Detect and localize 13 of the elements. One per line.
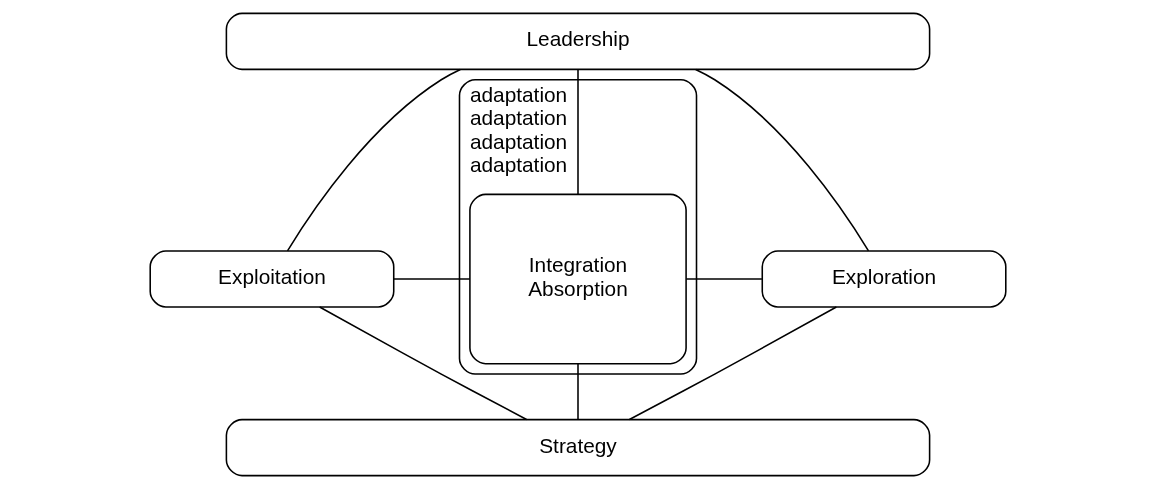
connector (393, 278, 471, 280)
connector (577, 363, 579, 421)
node-box: Leadership (225, 12, 931, 71)
node-box: Exploitation (149, 250, 395, 308)
connector (318, 306, 528, 421)
node-box: Integration Absorption (469, 193, 687, 365)
connector (577, 68, 579, 195)
connector (685, 278, 763, 280)
node-box: Exploration (761, 250, 1007, 308)
connector (694, 68, 870, 252)
connector (286, 68, 462, 252)
connector (628, 306, 838, 421)
node-box: Strategy (225, 418, 931, 477)
